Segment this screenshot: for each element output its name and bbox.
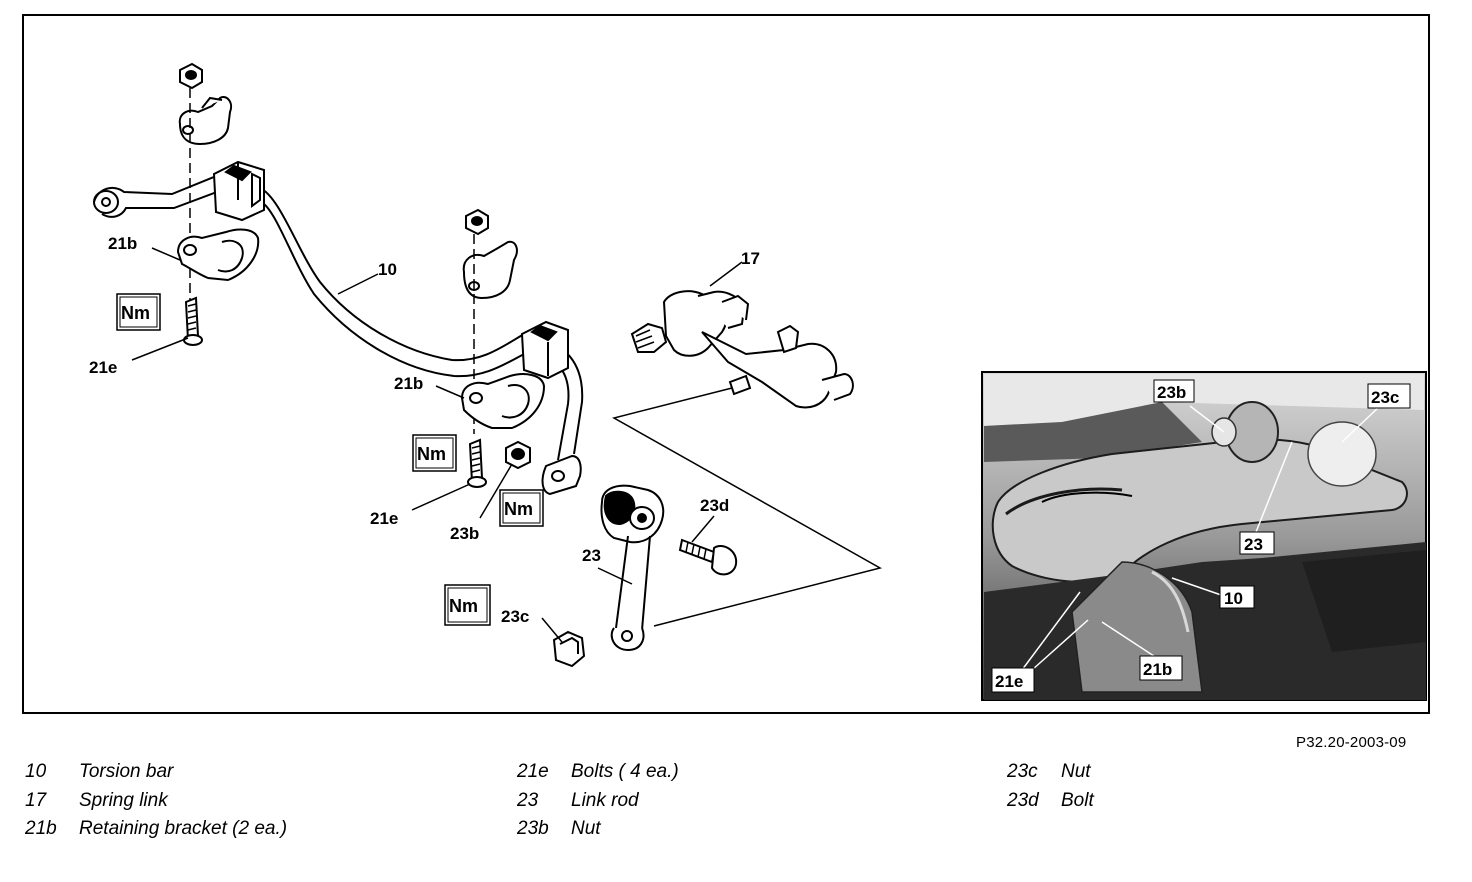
mid-upper-bracket-cap bbox=[462, 240, 518, 300]
legend-item: 17 Spring link bbox=[25, 787, 287, 816]
svg-text:23b: 23b bbox=[1157, 383, 1186, 402]
photo-label-23: 23 bbox=[1239, 531, 1275, 555]
callout-23c: 23c bbox=[501, 607, 529, 626]
torque-badge: Nm bbox=[412, 434, 457, 472]
leader-lines bbox=[131, 247, 743, 643]
legend-column: 21e Bolts ( 4 ea.) 23 Link rod 23b Nut bbox=[517, 758, 679, 844]
torque-badge: Nm bbox=[499, 489, 544, 527]
legend-item: 23d Bolt bbox=[1007, 787, 1094, 816]
legend-key: 23 bbox=[517, 789, 539, 811]
legend-description: Bolts ( 4 ea.) bbox=[571, 761, 679, 782]
bolt-23d bbox=[678, 538, 738, 576]
svg-text:23: 23 bbox=[1244, 535, 1263, 554]
svg-text:23c: 23c bbox=[1371, 388, 1399, 407]
legend-item: 21b Retaining bracket (2 ea.) bbox=[25, 815, 287, 844]
callout-21b-upper: 21b bbox=[108, 234, 137, 253]
bar-end-eye bbox=[541, 454, 582, 496]
figure-code: P32.20-2003-09 bbox=[1296, 734, 1407, 751]
legend-item: 23c Nut bbox=[1007, 758, 1094, 787]
photo-label-21e: 21e bbox=[991, 667, 1035, 693]
left-bushing bbox=[212, 160, 265, 222]
svg-text:21e: 21e bbox=[995, 672, 1023, 691]
mid-bushing bbox=[520, 320, 569, 380]
legend-item: 23b Nut bbox=[517, 815, 679, 844]
callout-21b-mid: 21b bbox=[394, 374, 423, 393]
torsion-bar bbox=[93, 169, 584, 461]
photo-label-21b: 21b bbox=[1139, 655, 1183, 681]
diagram-frame: 21b 10 21e 21b 21e 23b 17 23d 23 23c Nm … bbox=[22, 14, 1430, 714]
legend-description: Nut bbox=[1061, 761, 1091, 782]
legend-item: 10 Torsion bar bbox=[25, 758, 287, 787]
callout-21e-mid: 21e bbox=[370, 509, 398, 528]
svg-text:Nm: Nm bbox=[417, 444, 446, 464]
left-bolt bbox=[183, 296, 203, 346]
legend-description: Spring link bbox=[79, 789, 168, 811]
link-rod bbox=[600, 484, 665, 652]
callout-10: 10 bbox=[378, 260, 397, 279]
lower-left-bracket bbox=[176, 228, 260, 282]
legend-key: 21e bbox=[517, 761, 549, 782]
callout-23b: 23b bbox=[450, 524, 479, 543]
svg-text:Nm: Nm bbox=[449, 596, 478, 616]
svg-text:21b: 21b bbox=[1143, 660, 1172, 679]
svg-text:10: 10 bbox=[1224, 589, 1243, 608]
nut-23b bbox=[505, 440, 531, 470]
legend-column: 23c Nut 23d Bolt bbox=[1007, 758, 1094, 815]
photo-inset bbox=[981, 371, 1427, 701]
torque-badge: Nm bbox=[116, 293, 161, 331]
mid-upper-nut bbox=[465, 208, 489, 236]
callout-21e-left: 21e bbox=[89, 358, 117, 377]
legend-description: Retaining bracket (2 ea.) bbox=[79, 818, 288, 839]
svg-text:Nm: Nm bbox=[504, 499, 533, 519]
photo-label-23b: 23b bbox=[1153, 379, 1195, 403]
callout-23d: 23d bbox=[700, 496, 729, 515]
legend-key: 23b bbox=[517, 818, 549, 839]
upper-left-nut bbox=[179, 62, 203, 90]
mid-bolt bbox=[467, 438, 487, 488]
exploded-view-diagram: 21b 10 21e 21b 21e 23b 17 23d 23 23c Nm … bbox=[89, 62, 1427, 701]
legend-key: 23c bbox=[1007, 761, 1038, 782]
mid-lower-bracket bbox=[460, 373, 546, 429]
torque-badge: Nm bbox=[444, 584, 491, 626]
legend-item: 23 Link rod bbox=[517, 787, 679, 816]
legend-key: 21b bbox=[25, 818, 57, 839]
legend-description: Torsion bar bbox=[79, 761, 174, 782]
legend-description: Link rod bbox=[571, 789, 639, 811]
svg-text:Nm: Nm bbox=[121, 303, 150, 323]
legend-key: 17 bbox=[25, 789, 47, 811]
photo-label-10: 10 bbox=[1219, 585, 1255, 609]
legend-item: 21e Bolts ( 4 ea.) bbox=[517, 758, 679, 787]
callout-17: 17 bbox=[741, 249, 760, 268]
legend-description: Bolt bbox=[1061, 789, 1094, 811]
connection-lines bbox=[612, 387, 882, 627]
legend-key: 10 bbox=[25, 761, 47, 782]
callout-23: 23 bbox=[582, 546, 601, 565]
upper-left-bracket-cap bbox=[178, 96, 232, 146]
spring-link bbox=[630, 290, 854, 409]
legend-description: Nut bbox=[571, 818, 601, 839]
photo-label-23c: 23c bbox=[1367, 383, 1411, 409]
legend-key: 23d bbox=[1007, 789, 1039, 811]
legend-column: 10 Torsion bar 17 Spring link 21b Retain… bbox=[25, 758, 287, 844]
